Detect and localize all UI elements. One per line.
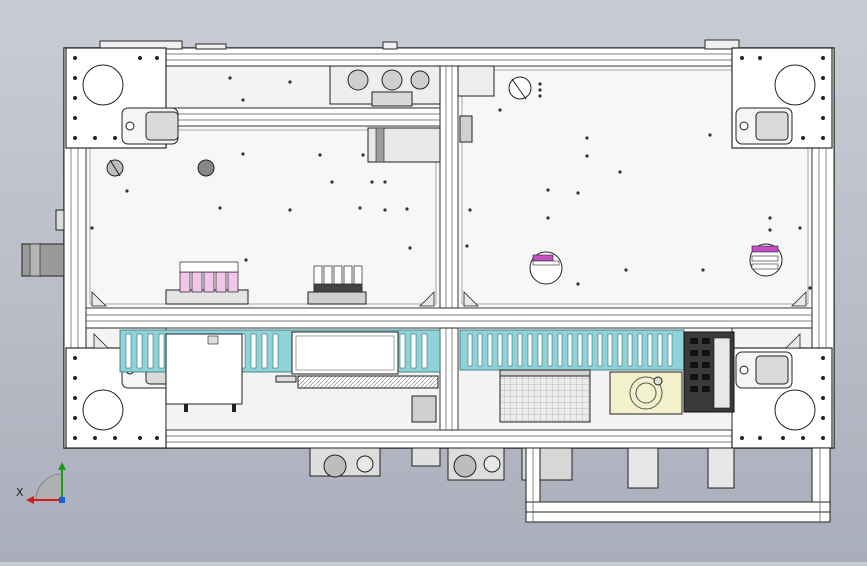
corner-plate-top-right: [731, 47, 833, 149]
sensor-window-left: [529, 251, 563, 285]
x-axis-label: X: [16, 486, 24, 499]
corner-brackets: [91, 291, 807, 349]
pneumatic-fittings: [329, 65, 495, 163]
terminal-strip: [275, 375, 439, 423]
fan-unit: [609, 371, 683, 415]
relay-box: [165, 333, 243, 412]
valve-manifold-left: [165, 261, 249, 305]
bottom-fittings: [309, 447, 735, 489]
corner-plate-bottom-right: [731, 347, 833, 449]
corner-plate-top-left: [65, 47, 179, 149]
extension-frame: [525, 447, 831, 523]
cable-duct-right: [459, 329, 685, 371]
side-motor: [21, 209, 65, 277]
valve-manifold-right: [307, 265, 367, 305]
plate-cutouts: [106, 76, 532, 177]
controller-box: [291, 331, 399, 375]
mounting-holes: [90, 76, 812, 290]
sensor-window-right: [749, 243, 783, 277]
power-supply: [499, 369, 591, 423]
driver-module: [683, 331, 735, 413]
coordinate-triad-icon[interactable]: X: [16, 462, 66, 504]
